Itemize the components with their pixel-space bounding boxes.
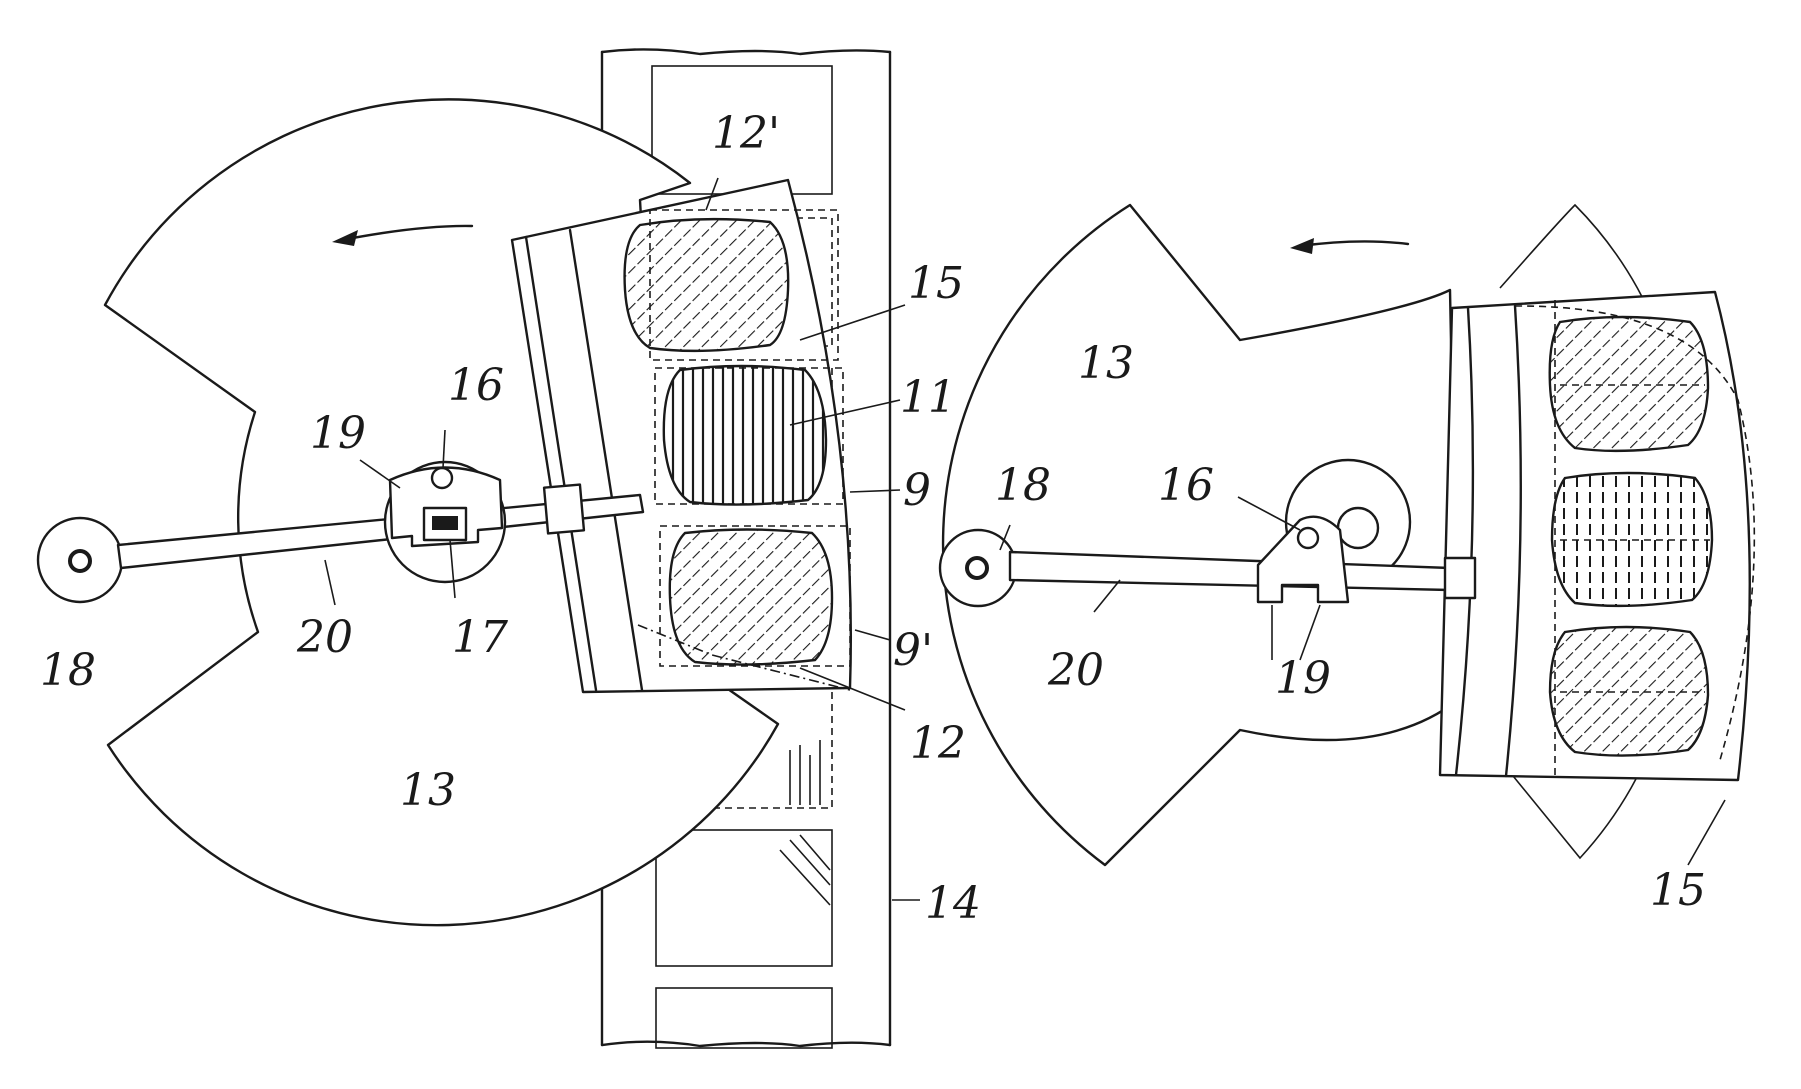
label-9: 9 [903,465,931,516]
label-9-prime: 9' [893,625,933,676]
label-13-right: 13 [1078,338,1134,389]
jaws-right [1256,515,1350,604]
label-15-right: 15 [1650,865,1706,916]
shutter-disc-right [941,203,1460,867]
label-13: 13 [400,765,456,816]
connecting-rod [36,483,645,604]
label-18: 18 [40,645,96,696]
label-17: 17 [452,612,508,663]
image-11 [662,364,828,506]
label-11: 11 [900,372,956,423]
image-right-bottom [1548,625,1710,757]
hub-assembly [383,460,507,584]
label-15: 15 [908,258,964,309]
label-19-right: 19 [1275,653,1331,704]
image-12 [668,528,834,666]
right-figure [938,203,1756,867]
label-12: 12 [910,718,966,769]
left-figure [36,48,920,1049]
image-right-top [1548,315,1710,453]
label-20-right: 20 [1047,645,1104,696]
label-16-right: 16 [1158,460,1214,511]
label-18-right: 18 [995,460,1051,511]
reference-labels: 12' 15 11 9 9' 12 16 19 20 17 18 13 14 1… [40,108,1706,929]
rod-eye-right [938,528,1018,608]
label-20: 20 [296,612,353,663]
label-19: 19 [310,408,366,459]
image-12-prime [623,217,790,353]
label-12-prime: 12' [712,108,780,159]
label-16: 16 [448,360,504,411]
label-14: 14 [925,878,981,929]
rotation-arrow-right [1298,240,1410,248]
rotation-arrow-left [340,224,474,242]
arrow-head [332,230,358,246]
